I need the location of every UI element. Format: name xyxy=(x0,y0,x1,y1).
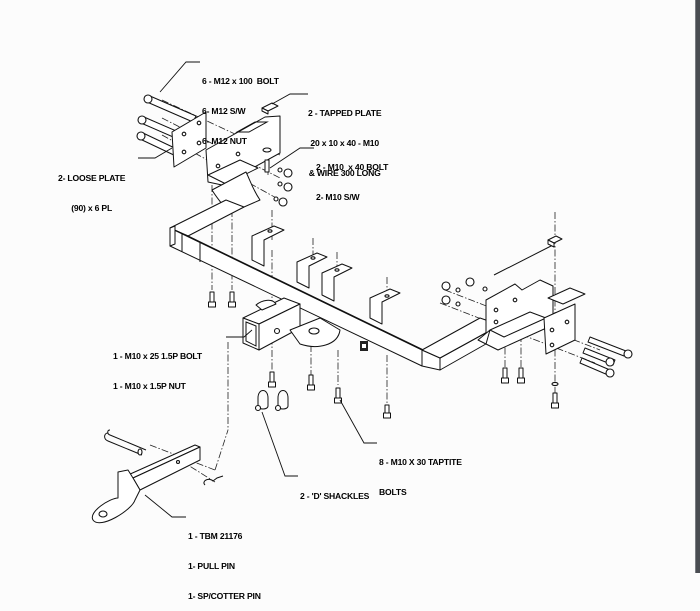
callout-line: 2- LOOSE PLATE xyxy=(58,173,126,183)
hitch-exploded-diagram xyxy=(91,61,633,523)
loose-plate-left xyxy=(171,111,207,168)
callout-line: 1 - TBM 21176 xyxy=(188,531,243,541)
callout-line: 1- PULL PIN xyxy=(188,561,235,571)
nuts-left xyxy=(273,167,293,207)
receiver-hitch xyxy=(242,297,341,351)
callout-line: & WIRE 300 LONG xyxy=(308,168,381,178)
leader-lines xyxy=(138,61,377,518)
taptite-bolts xyxy=(208,291,525,419)
left-bracket-assembly xyxy=(136,94,293,215)
callout-line: 2 - M10 x 40 BOLT xyxy=(316,162,389,172)
callout-line: 6- M12 NUT xyxy=(202,136,247,146)
main-cross-beam xyxy=(169,199,501,371)
callout-line: 2 - TAPPED PLATE xyxy=(308,108,382,118)
callout-line: 2 - 'D' SHACKLES xyxy=(300,491,370,501)
callout-receiver-bolt: 1 - M10 x 25 1.5P BOLT 1 - M10 x 1.5P NU… xyxy=(113,331,202,401)
right-bracket-assembly xyxy=(441,235,633,409)
callout-line: 1 - M10 x 1.5P NUT xyxy=(113,381,186,391)
callout-taptite-bolts: 8 - M10 X 30 TAPTITE BOLTS xyxy=(379,437,462,507)
callout-line: 20 x 10 x 40 - M10 xyxy=(310,138,379,148)
callout-line: 6- M12 S/W xyxy=(202,106,246,116)
callout-line: (90) x 6 PL xyxy=(71,203,113,213)
callout-tow-ball-mount: 1 - TBM 21176 1- PULL PIN 1- SP/COTTER P… xyxy=(188,511,261,611)
viewer-scrollbar[interactable] xyxy=(695,0,700,573)
beam-brackets xyxy=(251,225,401,325)
callout-loose-plate: 2- LOOSE PLATE (90) x 6 PL xyxy=(58,153,125,223)
callout-m10x40-bolts: 2 - M10 x 40 BOLT 2- M10 S/W xyxy=(316,142,388,212)
callout-line: 2- M10 S/W xyxy=(316,192,360,202)
callout-line: BOLTS xyxy=(379,487,407,497)
callout-line: 1 - M10 x 25 1.5P BOLT xyxy=(113,351,202,361)
loose-plate-right xyxy=(543,303,576,355)
callout-tapped-plate: 2 - TAPPED PLATE 20 x 10 x 40 - M10 & WI… xyxy=(308,88,382,188)
callout-m12-bolts: 6 - M12 x 100 BOLT 6- M12 S/W 6- M12 NUT xyxy=(202,56,279,156)
callout-line: 6 - M12 x 100 BOLT xyxy=(202,76,279,86)
callout-line: 8 - M10 X 30 TAPTITE xyxy=(379,457,462,467)
d-shackles xyxy=(254,390,289,412)
callout-d-shackles: 2 - 'D' SHACKLES xyxy=(300,471,369,511)
tow-ball-mount xyxy=(91,429,224,523)
callout-line: 1- SP/COTTER PIN xyxy=(188,591,261,601)
